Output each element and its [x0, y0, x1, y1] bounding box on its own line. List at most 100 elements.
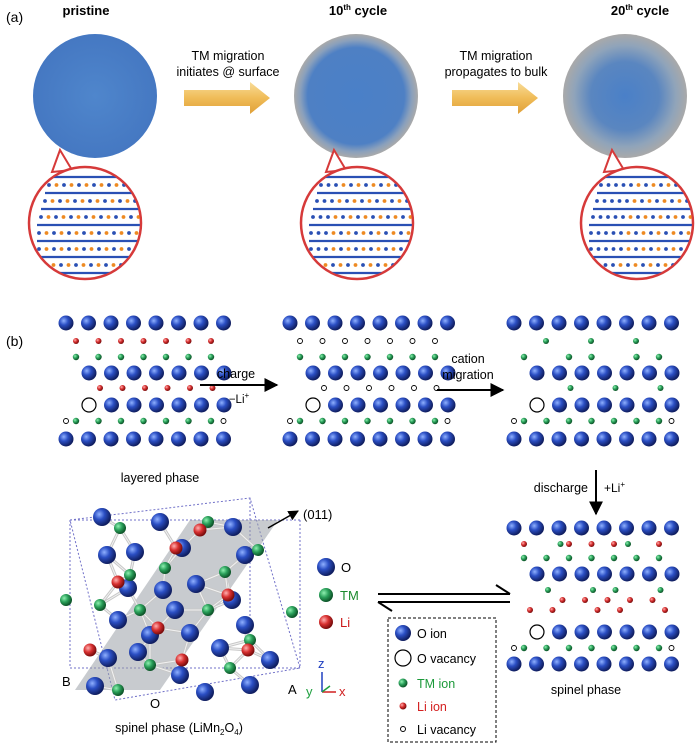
- lattice-dot: [54, 215, 58, 219]
- charged-structure: [282, 315, 456, 447]
- li-ion: [187, 385, 193, 391]
- lattice-dot: [84, 215, 88, 219]
- tm-ion: [612, 385, 619, 391]
- lattice-dot: [341, 183, 346, 187]
- spinel-formula-label: spinel phase (LiMn2O4): [115, 721, 243, 737]
- lattice-dot: [666, 183, 671, 187]
- lattice-dot: [337, 199, 342, 203]
- tm-ion: [543, 644, 550, 652]
- o-ion: [596, 656, 612, 672]
- cell-o-atom: [236, 546, 254, 564]
- o-ion: [126, 365, 142, 381]
- o-ion: [619, 397, 635, 413]
- li-vacancy: [342, 338, 348, 344]
- tm-ion: [520, 417, 528, 425]
- li-vacancy: [63, 418, 69, 424]
- lattice-dot: [632, 199, 637, 203]
- lattice-dot: [625, 199, 629, 203]
- lattice-dot: [666, 215, 670, 219]
- lattice-dot: [36, 263, 41, 267]
- lattice-dot: [319, 183, 323, 187]
- lattice-dot: [408, 215, 412, 219]
- o-ion: [395, 431, 410, 447]
- li-vacancy: [321, 385, 327, 391]
- o-ion: [81, 365, 97, 381]
- lattice-dot: [82, 247, 86, 251]
- key-li-ion-text: Li ion: [417, 700, 447, 714]
- lattice-dot: [352, 199, 357, 203]
- cell-tm-atom: [224, 662, 236, 674]
- tm-ion: [185, 417, 192, 425]
- legend-li-atom: [319, 615, 333, 629]
- lattice-dot: [37, 231, 41, 235]
- o-ion: [506, 315, 522, 331]
- o-ion: [506, 520, 522, 536]
- o-ion: [506, 431, 522, 447]
- tm-ion: [590, 587, 596, 593]
- lattice-dot: [54, 183, 59, 187]
- lattice-dot: [401, 183, 406, 187]
- o-ion: [372, 431, 388, 447]
- lattice-dot: [125, 199, 130, 203]
- o-ion: [551, 656, 567, 672]
- lattice-dot: [346, 231, 351, 235]
- o-ion: [103, 431, 119, 447]
- lattice-dot: [636, 183, 641, 187]
- layered-phase-structure: [58, 315, 232, 447]
- cell-li-atom: [241, 643, 255, 657]
- lattice-dot: [648, 263, 653, 267]
- lattice-dot: [345, 199, 349, 203]
- lattice-dot: [417, 183, 421, 187]
- tm-ion: [633, 353, 640, 361]
- lattice-dot: [375, 199, 379, 203]
- lattice-dot: [656, 247, 661, 251]
- lattice-dot: [114, 215, 118, 219]
- lattice-dot: [89, 263, 93, 267]
- lattice-dot: [129, 215, 133, 219]
- o-ion: [529, 365, 545, 381]
- axis-y-label: y: [306, 684, 313, 699]
- o-vacancy: [529, 397, 545, 413]
- o-ion: [372, 315, 388, 331]
- lattice-dot: [103, 199, 107, 203]
- lattice-dot: [681, 183, 686, 187]
- o-ion: [642, 566, 657, 582]
- lattice-dot: [386, 215, 390, 219]
- o-ion: [619, 624, 635, 640]
- tm-ion: [610, 554, 618, 562]
- lattice-dot: [84, 183, 89, 187]
- cell-o-atom: [93, 508, 111, 526]
- tm-ion: [565, 353, 573, 361]
- lattice-dot: [688, 215, 692, 219]
- lattice-dot: [656, 263, 660, 267]
- tm-ion: [612, 587, 619, 593]
- lattice-dot: [50, 199, 55, 203]
- o-ion: [664, 365, 680, 381]
- stage-20th-label: 20th cycle: [611, 3, 669, 18]
- axis-x-label: x: [339, 684, 346, 699]
- o-ion: [596, 520, 612, 536]
- lattice-dot: [397, 199, 402, 203]
- cell-li-atom: [83, 643, 97, 657]
- tm-ion: [565, 644, 573, 652]
- cell-tm-atom: [202, 604, 214, 616]
- tm-ion: [341, 417, 349, 425]
- tm-ion: [655, 417, 663, 425]
- cell-tm-atom: [112, 684, 124, 696]
- tm-ion: [95, 353, 102, 361]
- li-ion: [164, 385, 171, 391]
- lattice-dot: [316, 247, 321, 251]
- cell-o-atom: [211, 639, 229, 657]
- lattice-dot: [326, 215, 330, 219]
- spinel-unit-cell: [60, 497, 301, 701]
- lattice-dot: [595, 199, 599, 203]
- lattice-dot: [614, 183, 618, 187]
- li-ion: [594, 607, 601, 613]
- o-ion: [104, 365, 119, 381]
- lattice-dot: [316, 231, 321, 235]
- lattice-dot: [44, 231, 49, 235]
- cell-tm-atom: [134, 604, 146, 616]
- tm-ion: [655, 353, 663, 361]
- lattice-dot: [112, 231, 116, 235]
- lattice-dot: [360, 199, 364, 203]
